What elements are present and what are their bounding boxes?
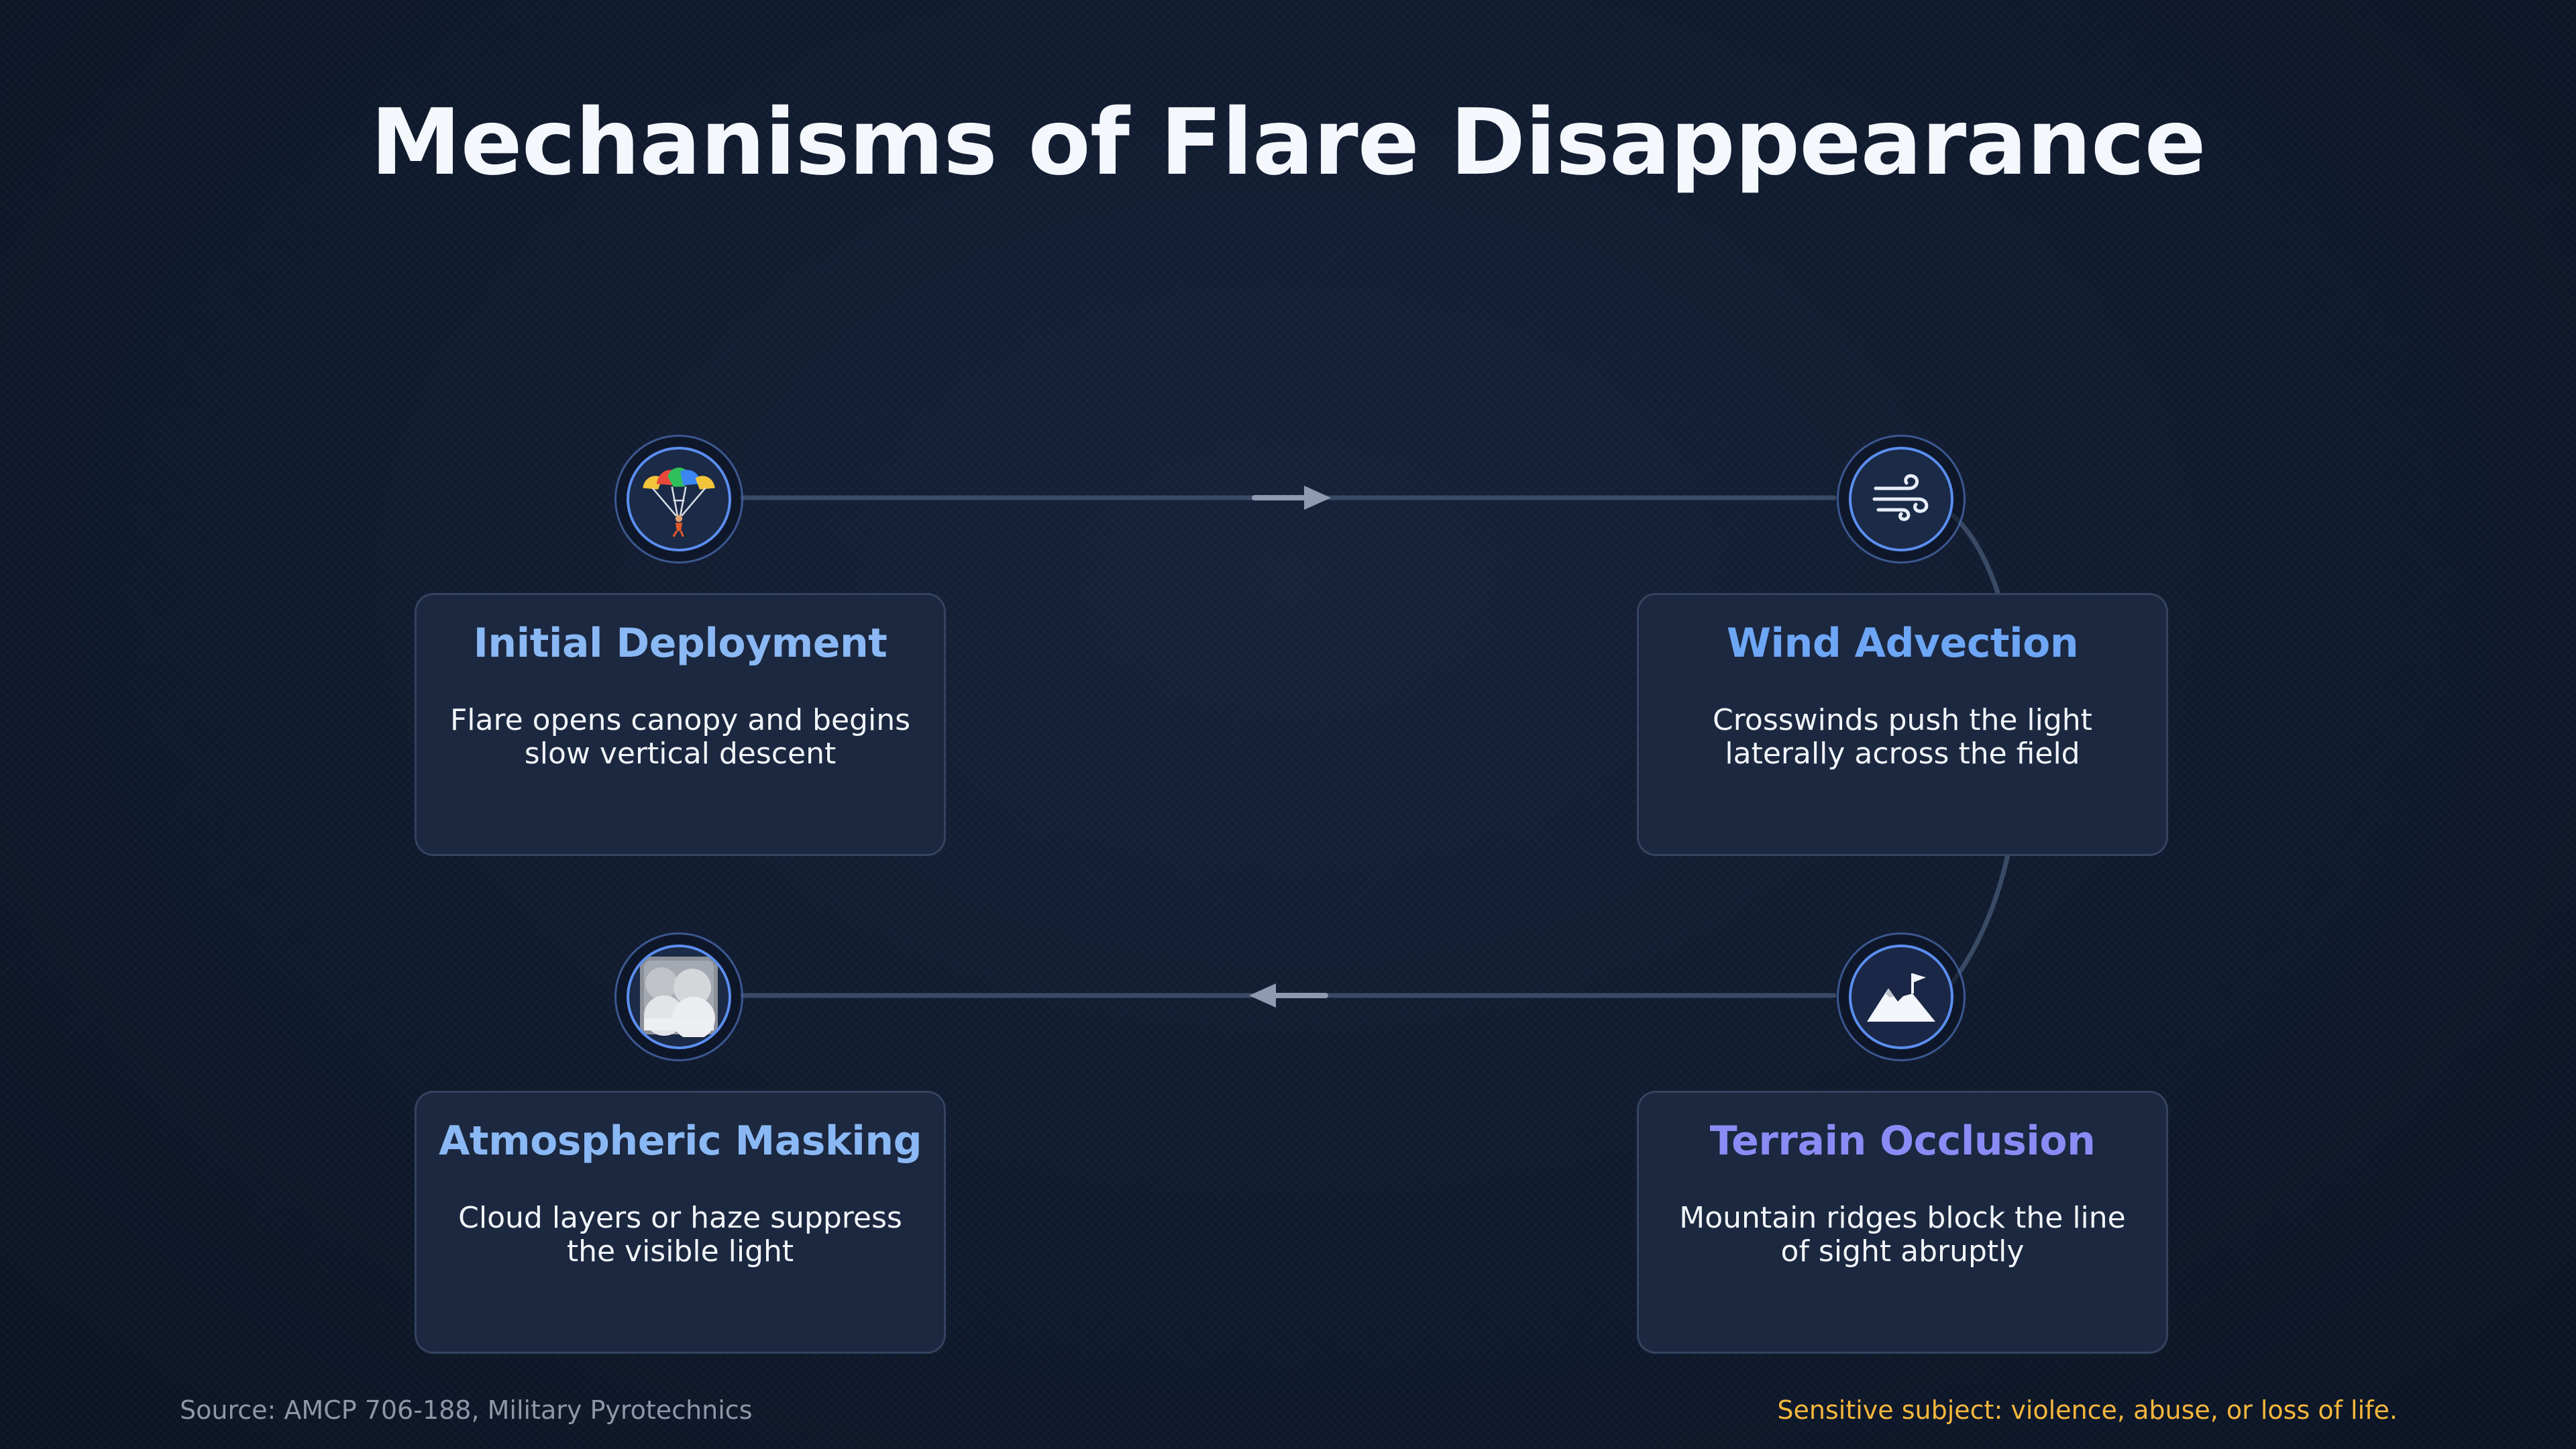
card-wind-advection: Wind Advection Crosswinds push the light…	[1637, 593, 2168, 856]
mountain-icon	[1864, 959, 1938, 1035]
card-atmospheric-masking: Atmospheric Masking Cloud layers or haze…	[415, 1091, 946, 1354]
card-description: Crosswinds push the light laterally acro…	[1713, 703, 2092, 771]
node-atmospheric-masking	[614, 932, 743, 1061]
source-note: Source: AMCP 706-188, Military Pyrotechn…	[180, 1395, 753, 1425]
card-title: Terrain Occlusion	[1709, 1118, 2096, 1165]
card-initial-deployment: Initial Deployment Flare opens canopy an…	[415, 593, 946, 856]
card-description: Mountain ridges block the line of sight …	[1679, 1201, 2126, 1269]
page-title: Mechanisms of Flare Disappearance	[370, 90, 2206, 196]
card-title: Initial Deployment	[473, 620, 888, 667]
card-title: Atmospheric Masking	[438, 1118, 922, 1165]
arrow-left-icon	[1249, 983, 1328, 1008]
fog-icon	[637, 954, 720, 1040]
arrow-right-icon	[1252, 486, 1331, 510]
node-terrain-occlusion	[1837, 932, 1966, 1061]
node-wind-advection	[1837, 435, 1966, 564]
card-description: Flare opens canopy and begins slow verti…	[449, 703, 911, 771]
wind-icon	[1868, 464, 1935, 534]
card-description: Cloud layers or haze suppress the visibl…	[458, 1201, 902, 1269]
card-title: Wind Advection	[1726, 620, 2079, 667]
node-initial-deployment	[614, 435, 743, 564]
card-terrain-occlusion: Terrain Occlusion Mountain ridges block …	[1637, 1091, 2168, 1354]
parachute-icon	[637, 456, 720, 542]
sensitive-warning: Sensitive subject: violence, abuse, or l…	[1777, 1395, 2398, 1425]
